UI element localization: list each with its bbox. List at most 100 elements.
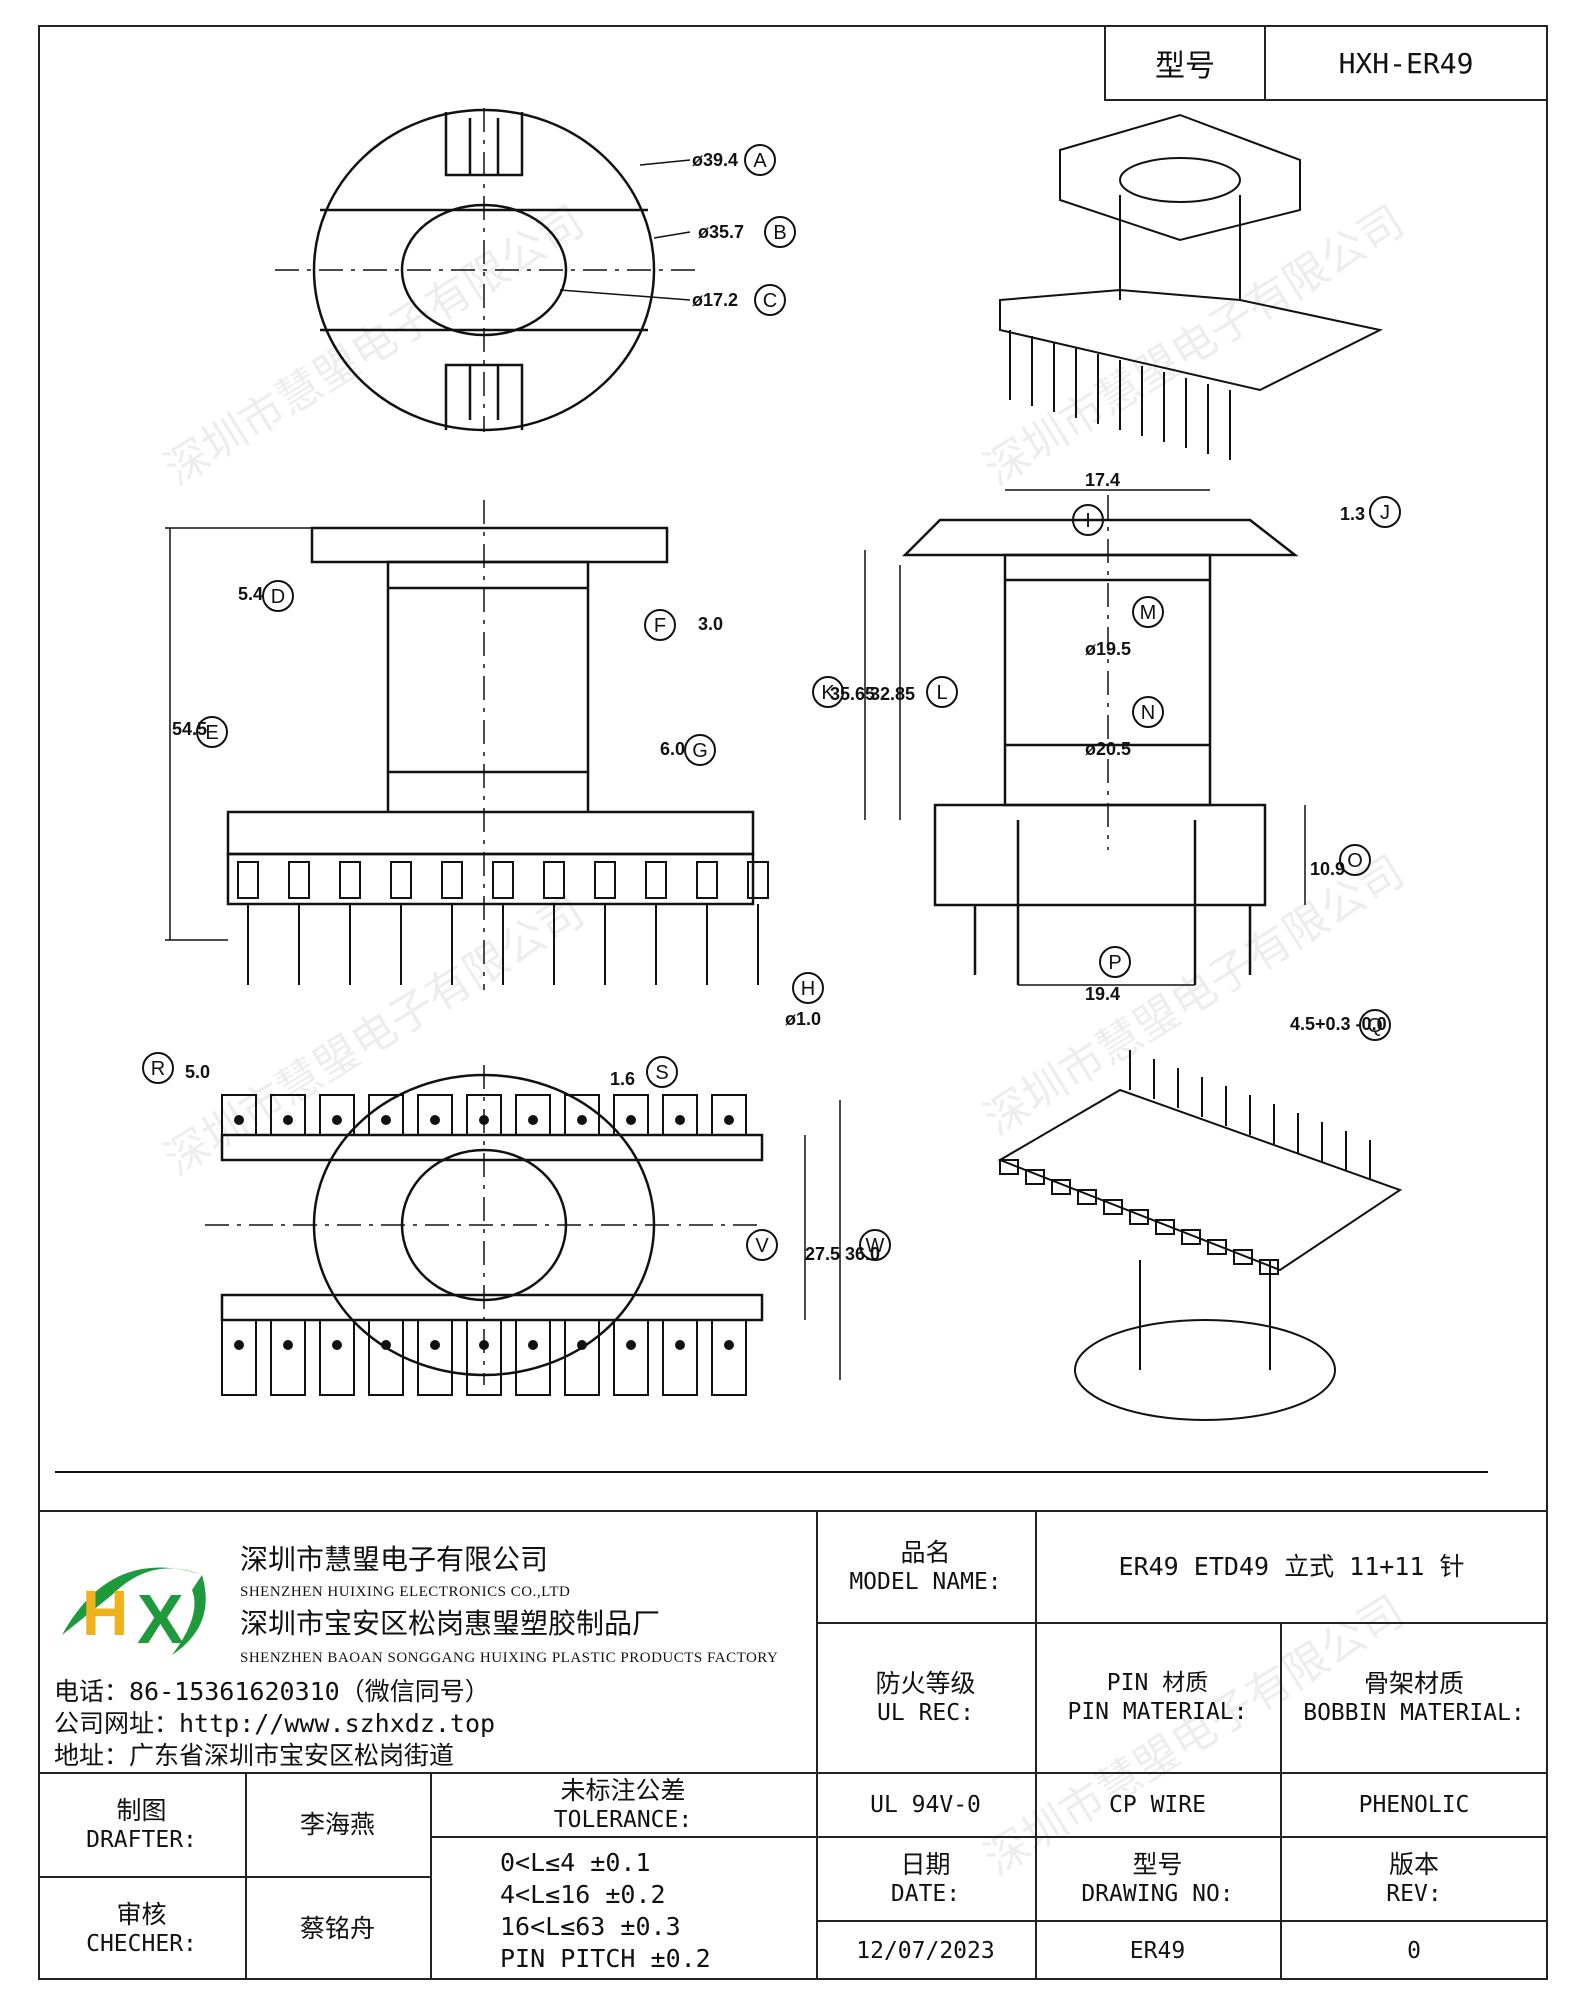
iso-pin-block: [1051, 1179, 1071, 1195]
model-name-value: ER49 ETD49 立式 11+11 针: [1118, 1552, 1465, 1582]
titleblock-top-rule: [38, 1510, 1548, 1512]
pin-hole: [724, 1115, 734, 1125]
svg-text:J: J: [1380, 502, 1390, 524]
svg-text:C: C: [763, 290, 777, 312]
comb-tooth-bottom: [515, 1320, 551, 1396]
iso-pin-block: [1103, 1199, 1123, 1215]
comb-tooth-bottom: [417, 1320, 453, 1396]
pin-hole: [479, 1115, 489, 1125]
bobbin-material-value: PHENOLIC: [1358, 1791, 1470, 1818]
dim-G: 6.0: [660, 739, 685, 759]
svg-text:A: A: [753, 150, 767, 172]
pin-hole: [430, 1115, 440, 1125]
drawing-frame: [38, 25, 1548, 1980]
marker-n: N: [1132, 696, 1164, 728]
dim-R: 5.0: [185, 1062, 210, 1082]
comb-tooth-bottom: [711, 1320, 747, 1396]
comb-tooth-bottom: [564, 1320, 600, 1396]
pin-slot: [645, 861, 667, 899]
comb-tooth-top: [221, 1094, 257, 1135]
front-view: [165, 500, 755, 990]
svg-text:N: N: [1141, 702, 1155, 724]
dim-B: ø35.7: [698, 222, 744, 242]
marker-v: V: [746, 1229, 778, 1261]
dim-V: 27.5: [805, 1244, 840, 1264]
pin-hole: [283, 1115, 293, 1125]
pin-hole: [577, 1115, 587, 1125]
marker-m: M: [1132, 596, 1164, 628]
drafter-name: 李海燕: [299, 1810, 375, 1840]
pin-hole: [381, 1115, 391, 1125]
dim-H: ø1.0: [785, 1009, 821, 1029]
company-phone: 电话：86-15361620310（微信同号）: [54, 1677, 490, 1706]
svg-text:S: S: [655, 1062, 668, 1084]
tb-vline: [245, 1772, 247, 1980]
comb-tooth-bottom: [466, 1320, 502, 1396]
company-address: 地址：广东省深圳市宝安区松岗街道: [54, 1741, 455, 1770]
marker-o: O: [1339, 844, 1371, 876]
pin-hole: [528, 1115, 538, 1125]
tb-vline: [1035, 1510, 1037, 1980]
pin-slot: [747, 861, 769, 899]
svg-text:I: I: [1085, 510, 1091, 532]
pin-hole: [283, 1340, 293, 1350]
pin-hole: [234, 1115, 244, 1125]
factory-name-en: SHENZHEN BAOAN SONGGANG HUIXING PLASTIC …: [240, 1650, 779, 1666]
marker-r: R: [142, 1052, 174, 1084]
comb-tooth-bottom: [662, 1320, 698, 1396]
marker-a: A: [744, 144, 776, 176]
marker-e: E: [196, 716, 228, 748]
drawing-no-value: ER49: [1129, 1937, 1186, 1964]
tb-hline: [816, 1920, 1548, 1922]
pin-slot: [543, 861, 565, 899]
svg-text:V: V: [755, 1235, 769, 1257]
iso-pin-block: [999, 1159, 1019, 1175]
rev-value: 0: [1407, 1937, 1421, 1964]
svg-text:Q: Q: [1367, 1015, 1383, 1037]
marker-q: Q: [1359, 1009, 1391, 1041]
svg-text:W: W: [866, 1235, 885, 1257]
factory-name-cn: 深圳市宝安区松岗惠琞塑胶制品厂: [240, 1607, 661, 1640]
dim-Q: 4.5+0.3 -0.0: [1290, 1014, 1387, 1034]
marker-p: P: [1099, 946, 1131, 978]
dim-I: 17.4: [1085, 470, 1120, 490]
pin-hole: [430, 1340, 440, 1350]
comb-tooth-top: [270, 1094, 306, 1135]
bottom-view: [205, 1065, 841, 1385]
pin-material-value: CP WIRE: [1109, 1791, 1206, 1818]
pin-hole: [675, 1340, 685, 1350]
iso-pin-block: [1259, 1259, 1279, 1275]
marker-d: D: [262, 580, 294, 612]
iso-pin-block: [1155, 1219, 1175, 1235]
dim-L: 32.85: [870, 684, 915, 704]
dim-N: ø20.5: [1085, 739, 1131, 759]
marker-c: C: [754, 284, 786, 316]
iso-pin-block: [1181, 1229, 1201, 1245]
tb-vline: [1280, 1622, 1282, 1980]
company-name-en: SHENZHEN HUIXING ELECTRONICS CO.,LTD: [240, 1584, 571, 1600]
marker-h: H: [792, 972, 824, 1004]
tb-vline: [816, 1510, 818, 1980]
marker-f: F: [644, 609, 676, 641]
svg-text:L: L: [936, 682, 947, 704]
comb-tooth-top: [515, 1094, 551, 1135]
tb-vline: [430, 1772, 432, 1980]
comb-tooth-bottom: [368, 1320, 404, 1396]
pin-hole: [626, 1115, 636, 1125]
dim-K: 35.65: [830, 684, 875, 704]
pin-slot: [441, 861, 463, 899]
iso-view-top: [999, 113, 1383, 392]
company-website: 公司网址：http://www.szhxdz.top: [54, 1709, 496, 1738]
iso-pin-block: [1233, 1249, 1253, 1265]
checker-name: 蔡铭舟: [299, 1914, 375, 1944]
comb-tooth-top: [613, 1094, 649, 1135]
comb-tooth-top: [466, 1094, 502, 1135]
pin-hole: [577, 1340, 587, 1350]
dim-M: ø19.5: [1085, 639, 1131, 659]
